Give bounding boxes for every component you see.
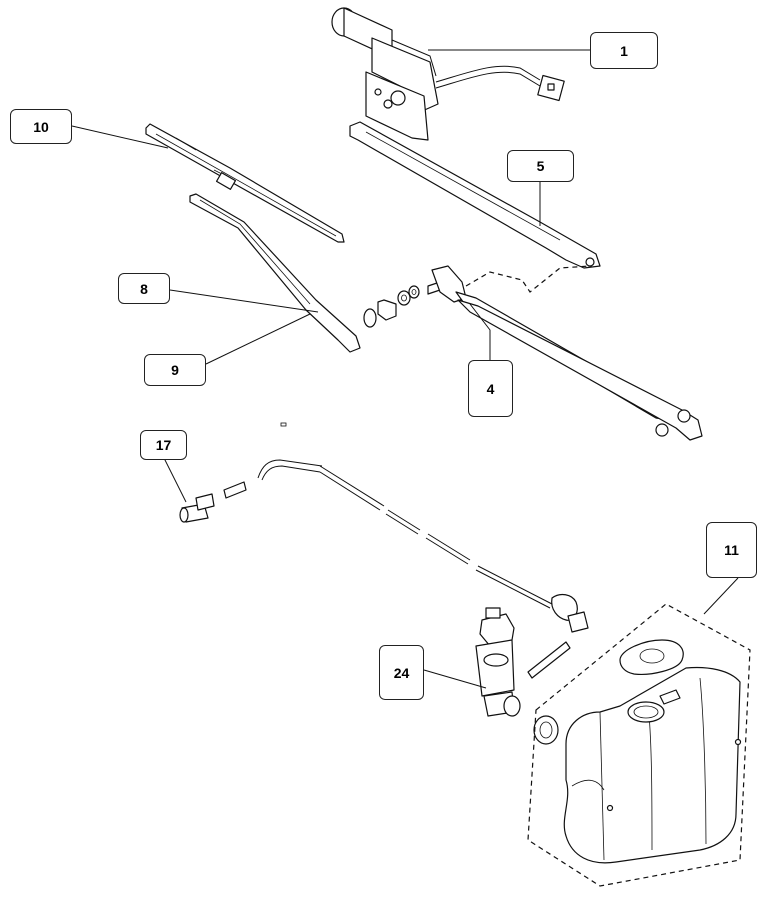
- callout-10: 10: [10, 109, 72, 144]
- callout-11: 11: [706, 522, 757, 578]
- callout-17: 17: [140, 430, 187, 460]
- washer-nozzle: [179, 493, 215, 523]
- linkage-assembly: [431, 265, 703, 441]
- washer-hose: [223, 459, 589, 679]
- spindle-hardware: [363, 281, 441, 328]
- washer-reservoir: [527, 603, 751, 887]
- wiper-motor: [331, 7, 565, 141]
- washer-pump: [475, 607, 559, 745]
- callout-1: 1: [590, 32, 658, 69]
- stray-mark: [280, 422, 287, 427]
- wiper-arm: [189, 193, 361, 353]
- link-rod-upper: [349, 121, 601, 269]
- callout-8: 8: [118, 273, 170, 304]
- callout-4: 4: [468, 360, 513, 417]
- callout-24: 24: [379, 645, 424, 700]
- leader-lines: [71, 49, 739, 689]
- wiper-blade: [145, 123, 345, 243]
- callout-9: 9: [144, 354, 206, 386]
- callout-5: 5: [507, 150, 574, 182]
